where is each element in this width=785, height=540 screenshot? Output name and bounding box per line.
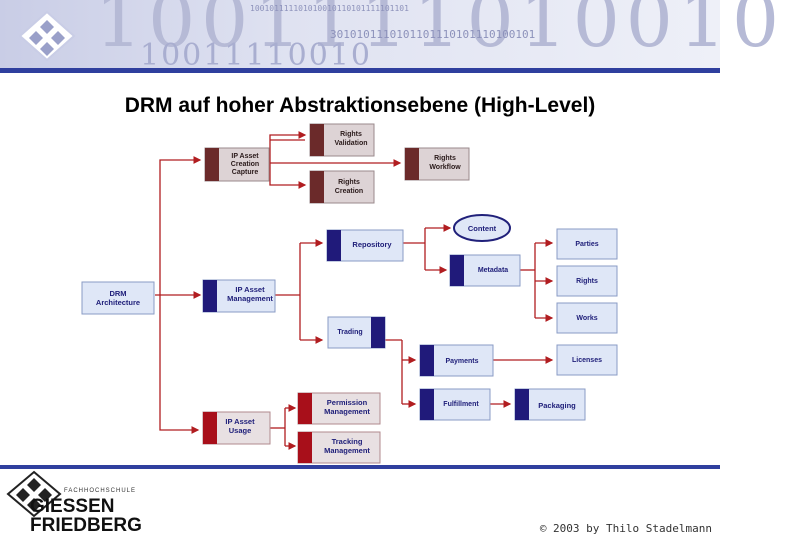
node-label: Management bbox=[227, 294, 273, 303]
node-drm-architecture: DRM Architecture bbox=[81, 281, 155, 315]
node-label: Content bbox=[468, 224, 497, 233]
node-content: Content bbox=[453, 214, 511, 242]
node-rights-validation: Rights Validation bbox=[309, 123, 375, 157]
logo-diamond-icon bbox=[18, 10, 76, 62]
node-label: Licenses bbox=[572, 357, 602, 364]
node-label: Rights bbox=[576, 278, 598, 285]
node-label: Packaging bbox=[538, 401, 576, 410]
node-label: Creation bbox=[335, 188, 363, 195]
node-label: Permission bbox=[327, 398, 368, 407]
banner-binary-large: 1001111010010 bbox=[95, 0, 785, 64]
node-label: IP Asset bbox=[235, 285, 265, 294]
node-licenses: Licenses bbox=[556, 344, 618, 376]
drm-architecture-diagram: DRM Architecture IP Asset Creation Captu… bbox=[81, 123, 618, 464]
node-label: Management bbox=[324, 446, 370, 455]
banner-binary-row: 3010101110101101110101110100101 bbox=[330, 28, 536, 41]
institution-logo-icon bbox=[6, 470, 62, 518]
node-label: Parties bbox=[575, 241, 598, 248]
node-packaging: Packaging bbox=[514, 388, 586, 421]
node-rights-creation: Rights Creation bbox=[309, 170, 375, 204]
node-metadata: Metadata bbox=[449, 254, 521, 287]
node-ip-asset-management: IP Asset Management bbox=[202, 279, 276, 313]
node-rights: Rights bbox=[556, 265, 618, 297]
node-label: Validation bbox=[334, 140, 367, 147]
footer-accent-line bbox=[0, 465, 720, 469]
node-label: Creation bbox=[231, 161, 259, 168]
node-label: IP Asset bbox=[225, 417, 255, 426]
node-label: Architecture bbox=[96, 298, 140, 307]
node-tracking-management: Tracking Management bbox=[297, 431, 381, 464]
connector-lines bbox=[155, 131, 554, 450]
node-label: Workflow bbox=[429, 164, 461, 171]
node-repository: Repository bbox=[326, 229, 404, 262]
node-label: Works bbox=[576, 315, 597, 322]
banner-binary-small: 100101111101010010110101111101101 bbox=[250, 4, 409, 13]
node-label: Management bbox=[324, 407, 370, 416]
node-label: Rights bbox=[340, 131, 362, 138]
node-rights-workflow: Rights Workflow bbox=[404, 147, 470, 181]
node-label: Tracking bbox=[332, 437, 363, 446]
slide-title: DRM auf hoher Abstraktionsebene (High-Le… bbox=[124, 94, 596, 117]
banner-accent-line bbox=[0, 68, 720, 73]
node-permission-management: Permission Management bbox=[297, 392, 381, 425]
node-trading: Trading bbox=[327, 316, 386, 349]
node-label: DRM bbox=[109, 289, 126, 298]
node-label: Usage bbox=[229, 426, 252, 435]
institution-name-line2: FRIEDBERG bbox=[30, 515, 142, 536]
node-label: Payments bbox=[445, 358, 478, 365]
node-label: Trading bbox=[337, 329, 362, 336]
node-ip-asset-creation-capture: IP Asset Creation Capture bbox=[204, 147, 270, 182]
node-label: Capture bbox=[232, 169, 259, 176]
node-payments: Payments bbox=[419, 344, 494, 377]
node-label: Metadata bbox=[478, 267, 508, 274]
node-ip-asset-usage: IP Asset Usage bbox=[202, 411, 271, 445]
copyright-text: © 2003 by Thilo Stadelmann bbox=[539, 522, 712, 535]
banner-binary-medium: 10011110010 bbox=[140, 38, 372, 73]
node-label: Rights bbox=[434, 155, 456, 162]
node-label: IP Asset bbox=[231, 153, 259, 160]
node-fulfillment: Fulfillment bbox=[419, 388, 491, 421]
node-parties: Parties bbox=[556, 228, 618, 260]
node-label: Fulfillment bbox=[443, 401, 479, 408]
node-works: Works bbox=[556, 302, 618, 334]
node-label: Rights bbox=[338, 179, 360, 186]
institution-type: FACHHOCHSCHULE bbox=[64, 488, 137, 494]
node-label: Repository bbox=[352, 240, 392, 249]
header-banner: 1001111010010 10010111110101001011010111… bbox=[0, 0, 779, 73]
institution-name-line1: GIESSEN bbox=[30, 496, 115, 517]
